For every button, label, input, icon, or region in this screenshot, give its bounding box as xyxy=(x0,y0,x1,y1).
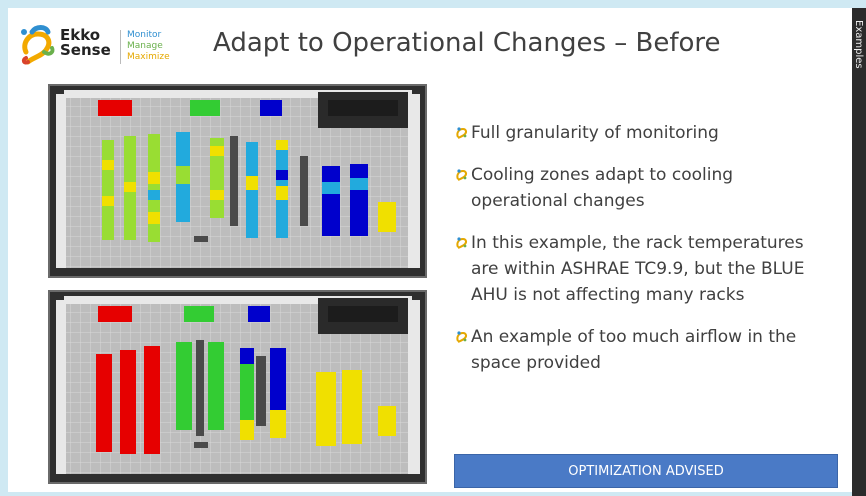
tagline-maximize: Maximize xyxy=(127,52,170,62)
ekkosense-logo: Ekko Sense Monitor Manage Maximize xyxy=(18,22,178,78)
banner-label: OPTIMIZATION ADVISED xyxy=(568,463,724,479)
gecko-bullet-icon xyxy=(456,237,468,249)
bullet-item: Full granularity of monitoring xyxy=(455,120,835,146)
brand-name: Ekko Sense xyxy=(60,26,111,59)
bullet-item: Cooling zones adapt to cooling operation… xyxy=(455,162,835,214)
optimization-advised-banner[interactable]: OPTIMIZATION ADVISED xyxy=(454,454,838,488)
side-tab-label: Examples xyxy=(853,20,864,69)
tagline-manage: Manage xyxy=(127,41,163,51)
bullet-item: An example of too much airflow in the sp… xyxy=(455,324,835,376)
bullet-text: Full granularity of monitoring xyxy=(471,123,719,143)
floorplan-before-bottom xyxy=(48,290,427,484)
tagline-monitor: Monitor xyxy=(127,30,162,40)
bullet-text: In this example, the rack temperatures a… xyxy=(471,233,805,305)
gecko-bullet-icon xyxy=(456,169,468,181)
floorplan-before-top xyxy=(48,84,427,278)
bullet-list: Full granularity of monitoring Cooling z… xyxy=(455,120,835,392)
logo-divider xyxy=(120,30,121,64)
bullet-text: An example of too much airflow in the sp… xyxy=(471,327,797,373)
bullet-item: In this example, the rack temperatures a… xyxy=(455,230,835,308)
gecko-bullet-icon xyxy=(456,127,468,139)
gecko-bullet-icon xyxy=(456,331,468,343)
bullet-text: Cooling zones adapt to cooling operation… xyxy=(471,165,734,211)
slide-title: Adapt to Operational Changes – Before xyxy=(213,28,721,58)
side-tab[interactable]: Examples xyxy=(852,8,866,496)
slide: Ekko Sense Monitor Manage Maximize Adapt… xyxy=(8,8,852,492)
gecko-logo-icon xyxy=(21,25,55,65)
